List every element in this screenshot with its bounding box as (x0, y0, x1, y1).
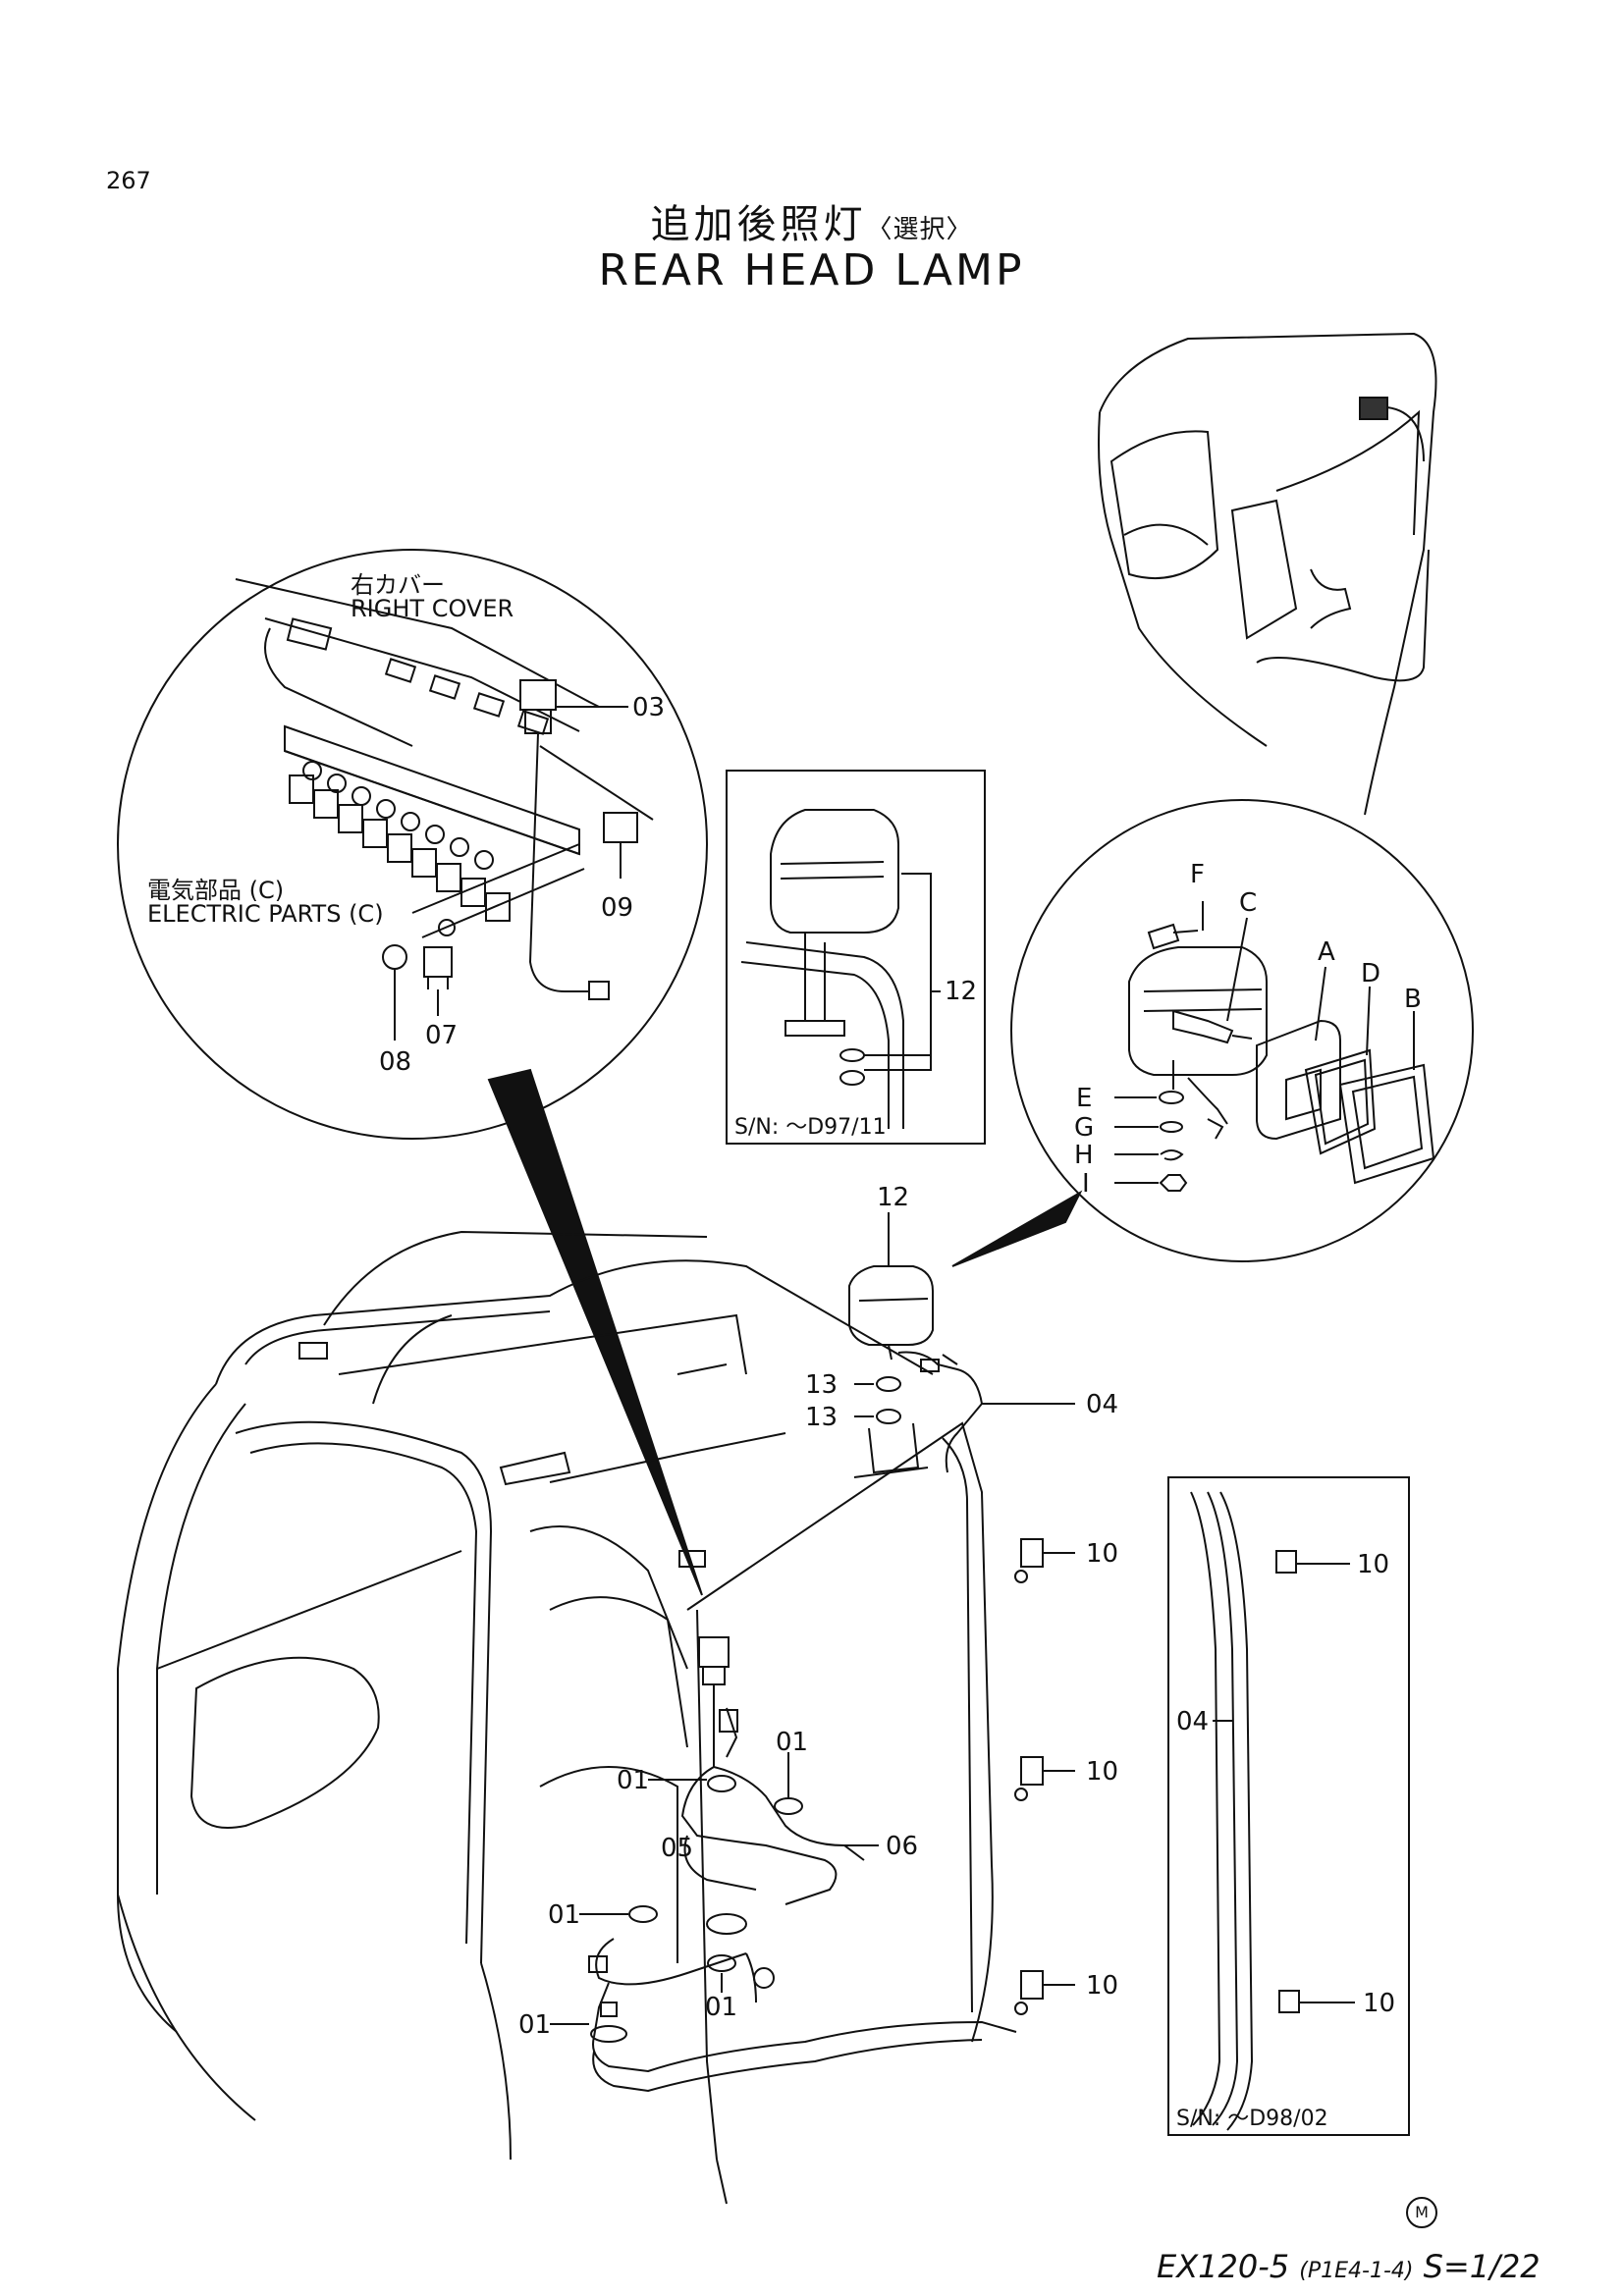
cab-main-drawing (118, 1212, 1075, 2204)
callout-08: 08 (379, 1047, 412, 1077)
serial-range-d97: S/N: ～D97/11 (734, 1115, 887, 1140)
callout-13-upper: 13 (805, 1370, 839, 1400)
callout-H: H (1074, 1141, 1094, 1170)
lamp-exploded-inset (1011, 800, 1473, 1261)
title-japanese: 追加後照灯〈選択〉 (0, 192, 1623, 249)
callout-10-inset-upper: 10 (1357, 1550, 1390, 1579)
title-option-tag: 〈選択〉 (866, 215, 973, 244)
callout-A: A (1318, 937, 1335, 967)
electric-parts-label-jp: 電気部品 (C) (147, 877, 285, 904)
callout-06: 06 (886, 1832, 919, 1861)
callout-04-inset: 04 (1176, 1707, 1210, 1736)
callout-07: 07 (425, 1021, 459, 1050)
clip-inset-d98 (1168, 1477, 1409, 2135)
callout-10-clip-3: 10 (1086, 1971, 1119, 2001)
footer-code: EX120-5 (P1E4-1-4) S=1/22 (1157, 2248, 1541, 2285)
callout-01-clamp-1: 01 (617, 1766, 650, 1795)
mounting-inset-d97 (727, 771, 985, 1144)
callout-09: 09 (601, 893, 634, 923)
callout-05: 05 (661, 1834, 694, 1863)
serial-range-d98: S/N: ～D98/02 (1176, 2107, 1328, 2131)
page-number: 267 (106, 167, 151, 194)
manual-mark: M (1406, 2197, 1437, 2228)
callout-C: C (1239, 888, 1258, 918)
callout-10-inset-lower: 10 (1363, 1989, 1396, 2018)
callout-I: I (1082, 1169, 1090, 1199)
callout-B: B (1404, 985, 1422, 1014)
callout-04-main: 04 (1086, 1390, 1119, 1419)
callout-10-clip-2: 10 (1086, 1757, 1119, 1787)
callout-01-clamp-3: 01 (548, 1900, 581, 1930)
electric-parts-label-en: ELECTRIC PARTS (C) (147, 900, 384, 928)
right-cover-inset (118, 550, 707, 1139)
title-english: REAR HEAD LAMP (598, 245, 1025, 295)
footer-model: EX120-5 (1157, 2248, 1290, 2285)
callout-01-clamp-4: 01 (705, 1993, 738, 2022)
right-cover-label-jp: 右カバー (351, 571, 445, 599)
callout-G: G (1074, 1113, 1095, 1143)
title-japanese-text: 追加後照灯 (650, 202, 867, 247)
footer-sheet: S=1/22 (1423, 2248, 1541, 2285)
callout-D: D (1361, 959, 1381, 988)
inset-pointer-left (489, 1070, 702, 1595)
inset-pointer-right (952, 1193, 1080, 1266)
cab-overview-drawing (1099, 334, 1436, 815)
callout-03: 03 (632, 693, 666, 722)
callout-10-clip-1: 10 (1086, 1539, 1119, 1569)
callout-01-clamp-2: 01 (776, 1728, 809, 1757)
callout-12-inset: 12 (945, 977, 978, 1006)
right-cover-label-en: RIGHT COVER (351, 595, 514, 622)
callout-13-lower: 13 (805, 1403, 839, 1432)
callout-E: E (1076, 1084, 1093, 1113)
callout-12-main: 12 (877, 1183, 910, 1212)
callout-F: F (1190, 860, 1205, 889)
callout-01-clamp-5: 01 (518, 2010, 552, 2040)
footer-page-code: (P1E4-1-4) (1299, 2259, 1414, 2283)
